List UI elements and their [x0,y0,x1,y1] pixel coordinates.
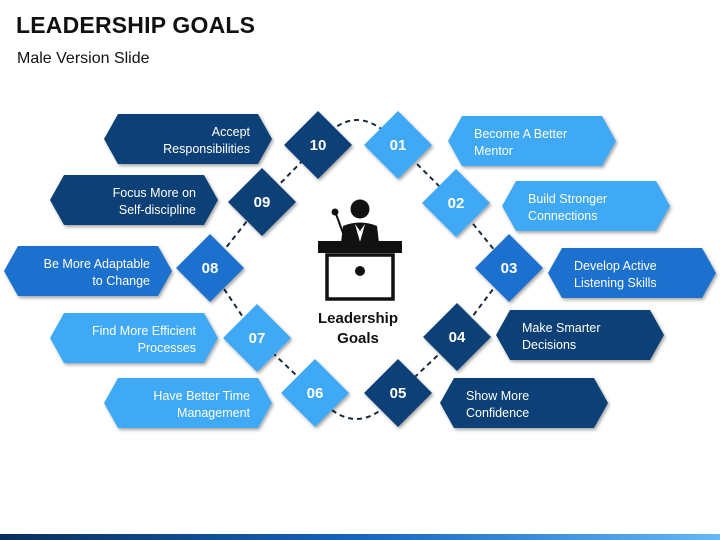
step-number: 03 [501,260,518,277]
center-label-line1: Leadership [317,310,399,327]
goal-label-line1: Become A Better [474,127,567,141]
goal-label-line2: Mentor [474,144,513,158]
goal-box-08 [4,246,172,296]
step-diamond-02 [422,169,490,237]
goal-box-07 [50,313,218,363]
goal-box-02 [502,181,670,231]
goal-label-line2: Confidence [466,406,529,420]
center-label: Leadership Goals [296,309,420,349]
goal-label-line1: Focus More on [113,186,196,200]
step-number: 05 [390,385,407,402]
goal-step-09: Focus More on Self-discipline 09 [50,168,296,236]
step-diamond-08 [176,234,244,302]
goal-label-line1: Build Stronger [528,192,607,206]
step-number: 01 [390,137,407,154]
step-diamond-05 [364,359,432,427]
step-diamond-03 [475,234,543,302]
step-diamond-09 [228,168,296,236]
goal-label-line2: Listening Skills [574,276,657,290]
goal-label-line1: Find More Efficient [92,324,197,338]
goal-label-line1: Show More [466,389,529,403]
step-number: 08 [202,260,219,277]
goal-box-01 [448,116,616,166]
step-number: 02 [448,195,465,212]
bottom-accent-bar [0,534,720,540]
goal-step-08: Be More Adaptable to Change 08 [4,234,244,302]
goal-label-line1: Make Smarter [522,321,601,335]
goal-label-line2: Decisions [522,338,576,352]
goal-label-line2: Self-discipline [119,203,196,217]
goal-label-line2: Responsibilities [163,142,250,156]
step-diamond-04 [423,303,491,371]
goal-box-03 [548,248,716,298]
speaker-at-podium-icon [318,199,402,301]
slide-title: LEADERSHIP GOALS [16,12,256,38]
goal-label-line1: Have Better Time [153,389,250,403]
goal-label-line1: Develop Active [574,259,657,273]
goal-box-06 [104,378,272,428]
goal-box-10 [104,114,272,164]
goal-box-05 [440,378,608,428]
step-number: 06 [307,385,324,402]
step-number: 04 [449,329,466,346]
step-number: 09 [254,194,271,211]
goal-label-line2: Connections [528,209,598,223]
step-diamond-06 [281,359,349,427]
goal-label-line2: Management [177,406,250,420]
step-number: 10 [310,137,327,154]
goal-label-line1: Be More Adaptable [44,257,150,271]
step-number: 07 [249,330,266,347]
goal-box-09 [50,175,218,225]
slide-subtitle: Male Version Slide [17,50,150,67]
step-diamond-01 [364,111,432,179]
step-diamond-07 [223,304,291,372]
goal-label-line1: Accept [212,125,251,139]
goal-label-line2: to Change [92,274,150,288]
center-label-line2: Goals [337,330,379,347]
step-diamond-10 [284,111,352,179]
goal-box-04 [496,310,664,360]
goal-label-line2: Processes [138,341,196,355]
